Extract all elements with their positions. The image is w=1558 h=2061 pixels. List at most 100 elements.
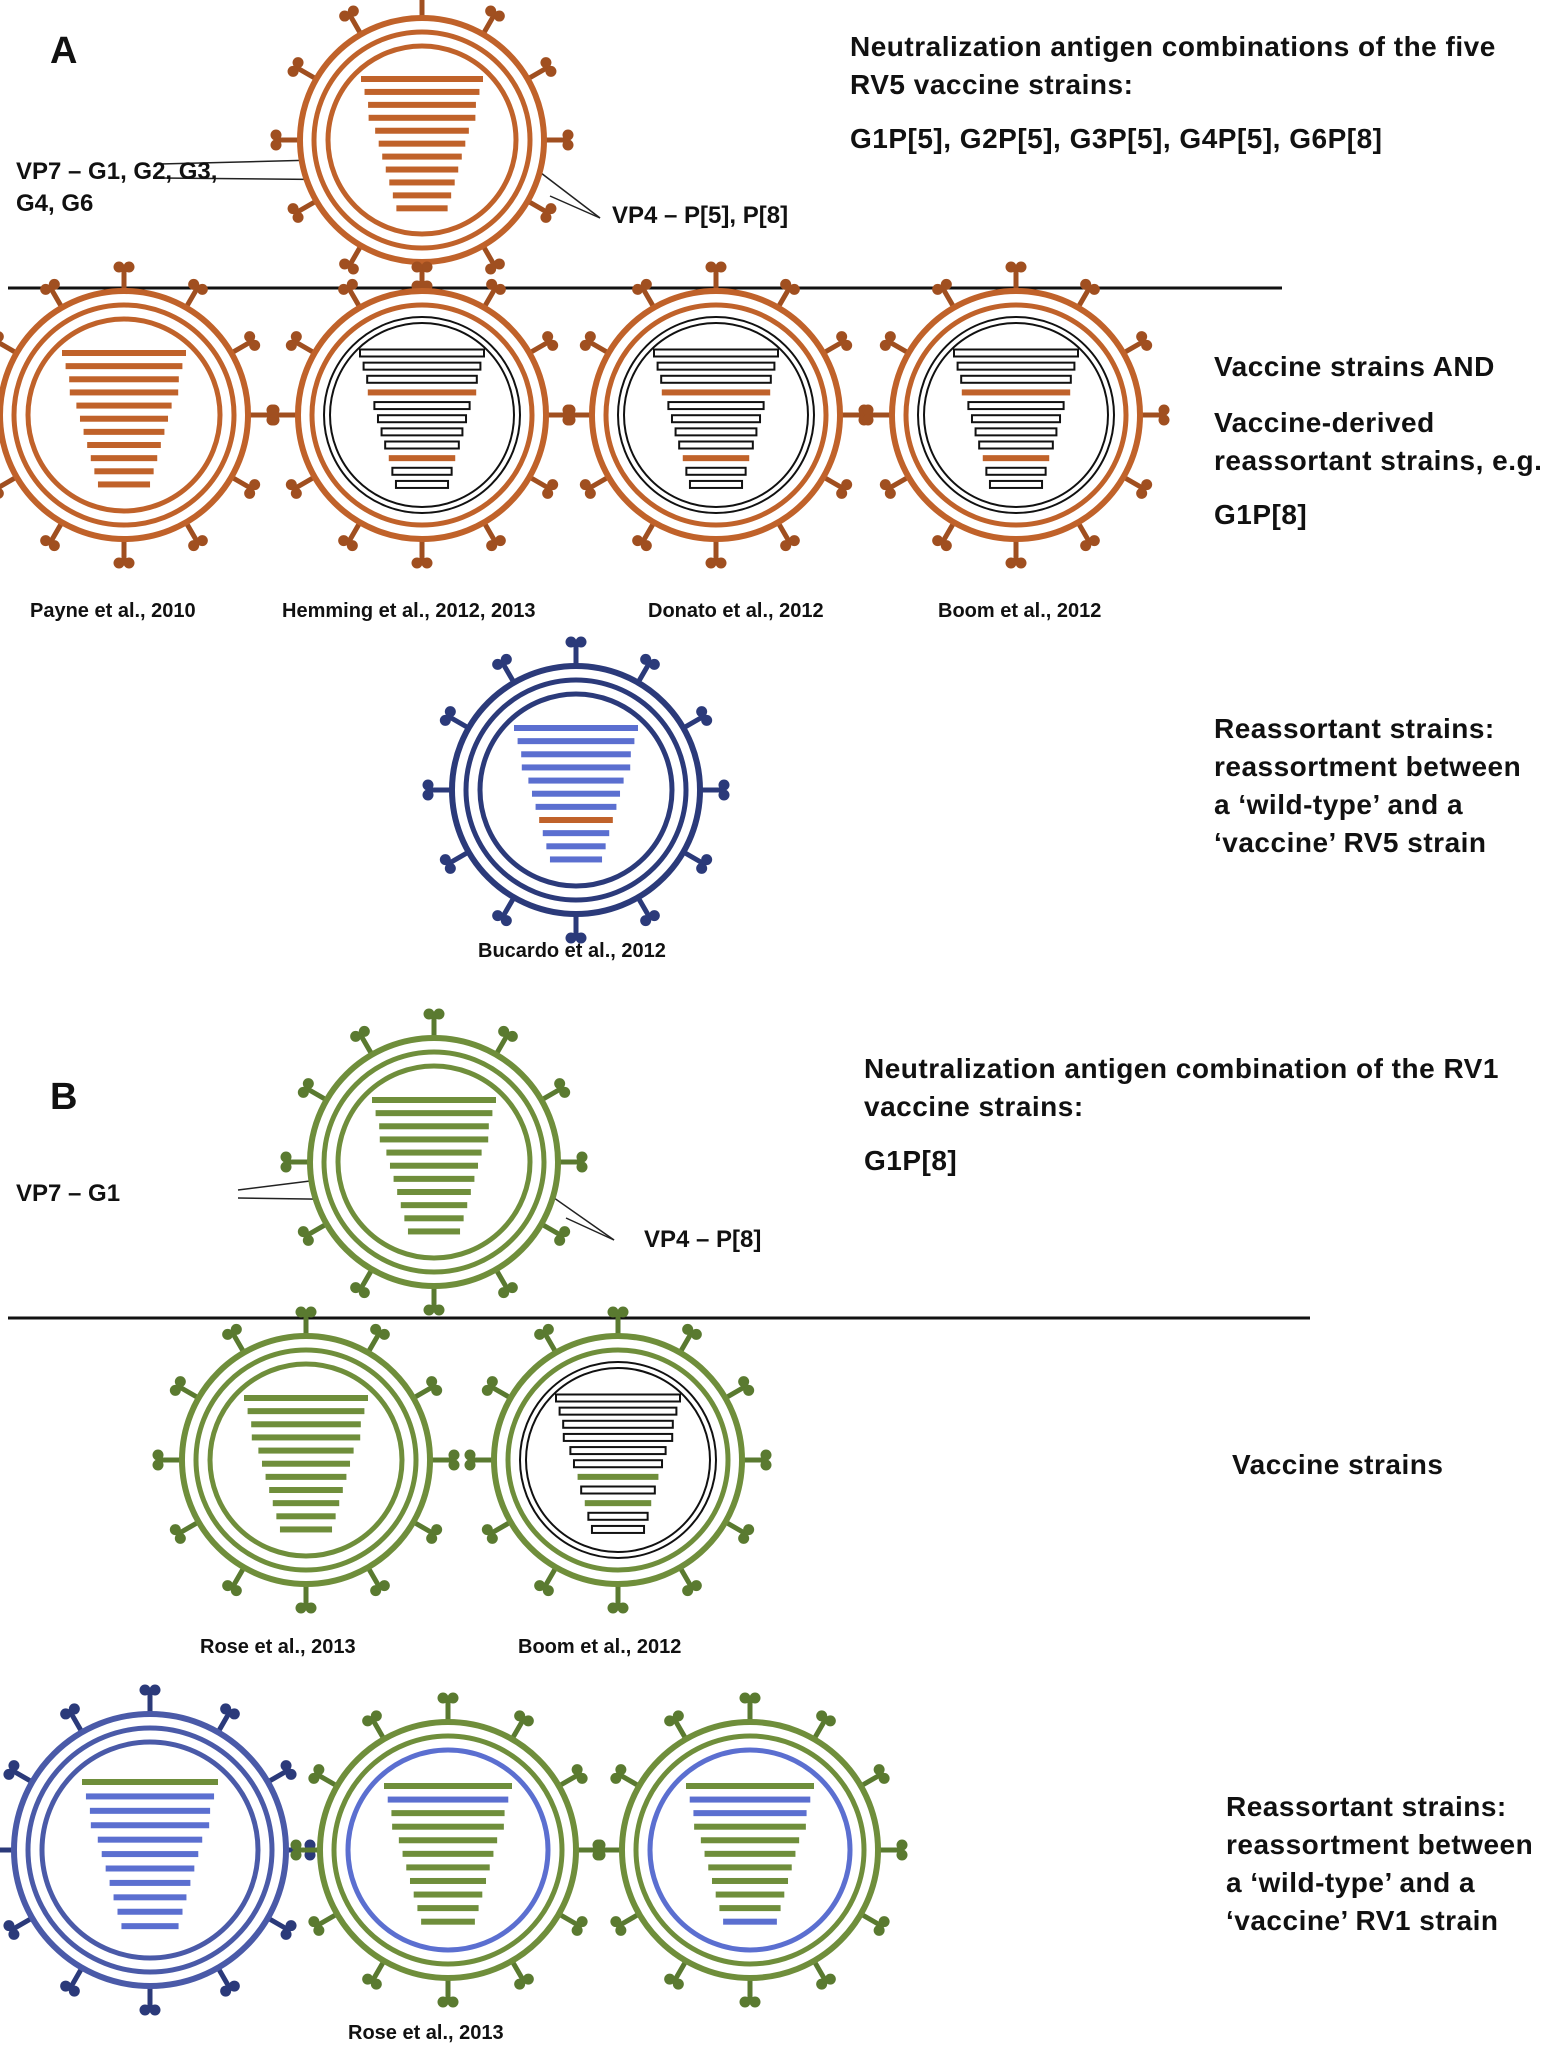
spike-b-reass-3-0 — [739, 1692, 761, 1725]
spike-a-hemming-6 — [411, 536, 433, 569]
segment-a-hemming-7 — [380, 427, 464, 437]
inner-ring-b-boom — [519, 1361, 717, 1559]
segment-a-boom-10 — [985, 466, 1047, 476]
spike-b-main-10 — [297, 1078, 330, 1103]
segment-b-rose-3 — [251, 1421, 361, 1428]
inner-ring-b-main — [335, 1063, 533, 1261]
spike-a-main-5 — [480, 243, 505, 275]
spike-b-rose-11 — [222, 1323, 247, 1356]
segment-a-hemming-4 — [367, 389, 477, 396]
segment-b-reass-1-11 — [121, 1923, 179, 1930]
segment-b-reass-2-9 — [413, 1891, 483, 1898]
segment-a-bucardo-8 — [539, 817, 613, 824]
segment-b-main-2 — [375, 1110, 493, 1117]
spike-a-payne-10 — [0, 331, 20, 356]
segment-a-main-7 — [382, 153, 462, 160]
segment-b-main-9 — [400, 1202, 468, 1209]
segment-b-main-1 — [372, 1097, 496, 1103]
segment-a-hemming-1 — [359, 348, 485, 358]
segment-a-main-9 — [389, 179, 455, 186]
segment-a-donato-1 — [653, 348, 779, 358]
segment-a-boom-8 — [978, 440, 1054, 450]
segment-b-reass-1-5 — [97, 1836, 203, 1843]
spike-b-reass-1-11 — [60, 1703, 85, 1735]
segment-a-bucardo-6 — [531, 790, 621, 797]
segment-a-donato-6 — [670, 414, 762, 424]
spike-b-reass-3-4 — [858, 1911, 890, 1936]
spike-b-main-4 — [538, 1221, 571, 1246]
spike-a-bucardo-8 — [439, 849, 472, 874]
spike-a-payne-7 — [40, 519, 65, 552]
outer-ring-a-payne — [0, 288, 251, 542]
virion-b-reass-1 — [0, 1684, 316, 2016]
spike-b-reass-2-5 — [509, 1958, 534, 1990]
middle-ring-a-payne — [11, 302, 237, 528]
segment-b-rose-7 — [265, 1473, 347, 1480]
cite-bucardo: Bucardo et al., 2012 — [478, 940, 666, 962]
spike-b-reass-2-4 — [556, 1911, 588, 1936]
segment-b-main-5 — [386, 1149, 482, 1156]
spike-a-boom-6 — [1005, 536, 1027, 569]
spike-b-reass-1-0 — [139, 1684, 161, 1717]
segment-b-boom-8 — [580, 1485, 656, 1495]
inner-ring-a-bucardo — [477, 691, 675, 889]
spike-b-reass-1-2 — [265, 1760, 297, 1785]
spike-b-boom-5 — [677, 1564, 702, 1597]
group-b2-line-4: ‘vaccine’ RV1 strain — [1226, 1905, 1499, 1936]
segment-b-boom-3 — [562, 1419, 674, 1429]
spike-a-donato-1 — [775, 278, 800, 311]
segment-b-reass-2-8 — [409, 1877, 487, 1884]
segment-a-donato-3 — [660, 374, 772, 384]
segment-b-boom-10 — [587, 1511, 649, 1521]
middle-ring-b-reass-3 — [633, 1733, 867, 1967]
spike-b-reass-3-9 — [592, 1839, 625, 1861]
inner-ring-b-reass-2 — [345, 1747, 551, 1953]
spike-a-bucardo-2 — [680, 706, 713, 731]
cite-rose-b1: Rose et al., 2013 — [200, 1636, 356, 1658]
spike-b-reass-2-1 — [509, 1710, 534, 1742]
spike-b-reass-2-11 — [362, 1710, 387, 1742]
inner-ring-a-donato — [617, 316, 815, 514]
segment-b-reass-3-11 — [723, 1918, 777, 1925]
spike-a-hemming-4 — [526, 474, 559, 499]
segment-a-donato-8 — [678, 440, 754, 450]
segment-b-rose-1 — [244, 1395, 368, 1401]
segment-b-reass-1-9 — [113, 1894, 187, 1901]
group-b2-line-3: a ‘wild-type’ and a — [1226, 1867, 1476, 1898]
segment-b-reass-3-6 — [704, 1850, 796, 1857]
virion-a-hemming — [268, 261, 576, 569]
segment-a-bucardo-5 — [528, 777, 624, 784]
segment-a-donato-9 — [682, 455, 750, 462]
inner-ring-a-boom — [917, 316, 1115, 514]
segment-b-reass-3-5 — [700, 1837, 800, 1844]
spike-a-hemming-8 — [285, 474, 318, 499]
vp7-label-b: VP7 – G1 — [16, 1180, 121, 1207]
outer-ring-b-rose — [179, 1333, 433, 1587]
spike-b-reass-1-7 — [60, 1965, 85, 1997]
outer-ring-b-reass-2 — [317, 1719, 579, 1981]
spike-a-boom-3 — [1137, 404, 1170, 426]
spike-a-main-2 — [525, 57, 557, 82]
spike-a-donato-2 — [820, 331, 853, 356]
segment-a-payne-10 — [94, 468, 154, 475]
spike-a-bucardo-5 — [635, 894, 660, 927]
group-a2-line-1: Reassortant strains: — [1214, 713, 1495, 744]
segment-b-reass-2-7 — [406, 1864, 490, 1871]
segment-b-reass-2-2 — [387, 1796, 509, 1803]
segment-b-boom-6 — [572, 1459, 664, 1469]
vp7-label-a-line-2: G4, G6 — [16, 190, 94, 217]
spike-a-hemming-5 — [481, 519, 506, 552]
spike-b-boom-3 — [739, 1449, 772, 1471]
segment-b-reass-3-1 — [686, 1783, 814, 1789]
segment-a-payne-7 — [83, 428, 165, 435]
segment-b-rose-4 — [251, 1434, 361, 1441]
spike-a-main-3 — [541, 129, 574, 151]
spike-a-bucardo-6 — [565, 911, 587, 944]
segment-b-main-8 — [397, 1189, 471, 1196]
group-a1-line-3: reassortant strains, e.g. — [1214, 445, 1543, 476]
vp4-label-b: VP4 – P[8] — [644, 1226, 762, 1253]
segment-b-rose-5 — [258, 1447, 354, 1454]
segment-a-donato-10 — [685, 466, 747, 476]
spike-a-boom-11 — [932, 278, 957, 311]
